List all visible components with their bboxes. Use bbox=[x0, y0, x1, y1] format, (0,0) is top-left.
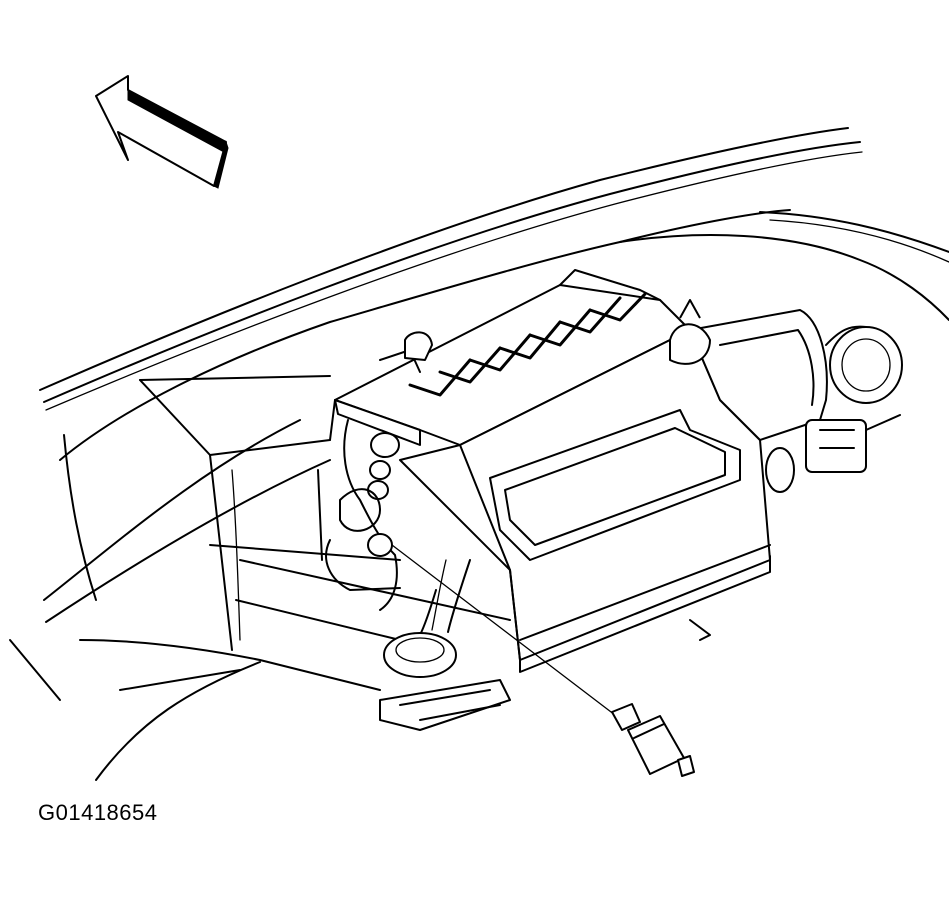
drain-assembly bbox=[379, 559, 711, 731]
sensor-callout bbox=[391, 544, 695, 777]
figure-code-label: G01418654 bbox=[38, 800, 158, 825]
cowl-outline bbox=[39, 127, 949, 461]
hvac-module bbox=[235, 269, 903, 673]
forward-arrow-icon bbox=[95, 75, 229, 189]
dash-structure bbox=[9, 375, 401, 781]
